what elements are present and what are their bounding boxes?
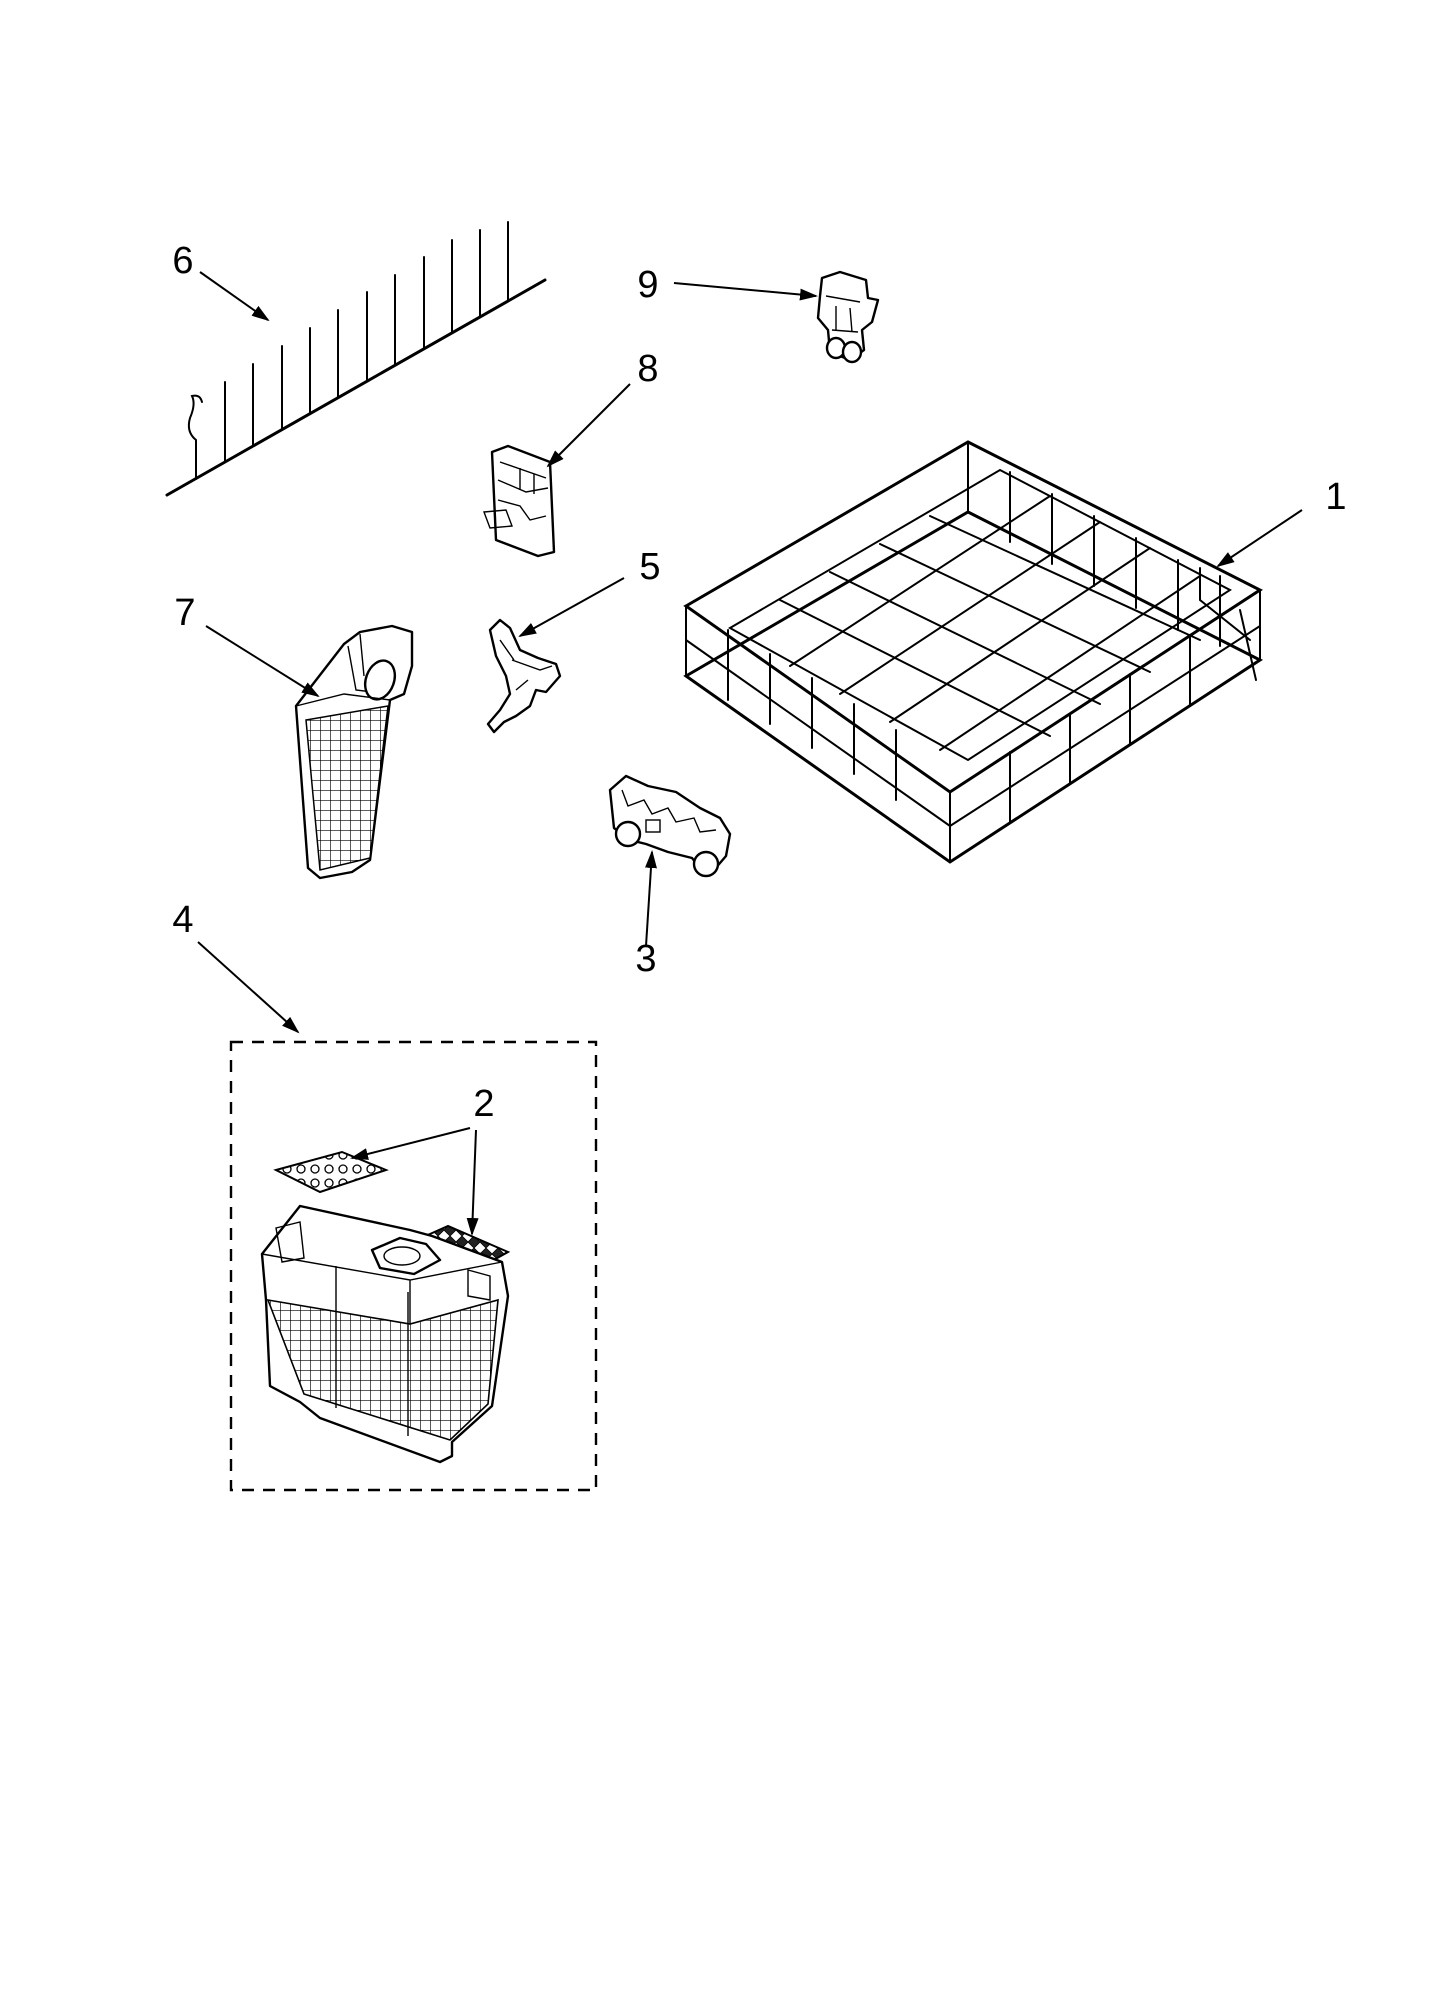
leader-2b <box>466 1129 479 1236</box>
part-7-cutlery-basket <box>294 624 414 880</box>
callout-8: 8 <box>637 348 658 390</box>
leader-8 <box>546 383 631 468</box>
large-cutlery-basket <box>260 1204 510 1464</box>
leader-6 <box>199 271 270 322</box>
part-8-bracket <box>483 444 556 558</box>
leader-9 <box>673 282 818 301</box>
part-5-spring-clip <box>486 618 562 734</box>
leader-7 <box>205 625 320 698</box>
kit-4-outline <box>229 1040 598 1492</box>
leader-1 <box>1216 509 1303 568</box>
part-6-tine-row <box>165 221 547 497</box>
leader-5 <box>518 577 625 637</box>
part-1-lower-rack <box>683 440 1263 864</box>
leader-3 <box>644 850 657 947</box>
callout-7: 7 <box>174 592 195 634</box>
callout-labels: 6 9 8 5 7 1 3 4 2 <box>172 240 1346 1125</box>
callout-4: 4 <box>172 899 193 941</box>
leader-lines <box>197 271 1303 1236</box>
callout-5: 5 <box>639 546 660 588</box>
callout-6: 6 <box>172 240 193 282</box>
callout-9: 9 <box>637 264 658 306</box>
callout-1: 1 <box>1325 476 1346 518</box>
part-3-wheel-carrier <box>608 774 732 878</box>
callout-3: 3 <box>635 938 656 980</box>
part-9-clip <box>816 270 880 364</box>
callout-2: 2 <box>473 1083 494 1125</box>
leader-2a <box>350 1127 471 1160</box>
leader-4 <box>197 941 300 1034</box>
part-2-basket-cover-dots <box>273 1150 389 1194</box>
